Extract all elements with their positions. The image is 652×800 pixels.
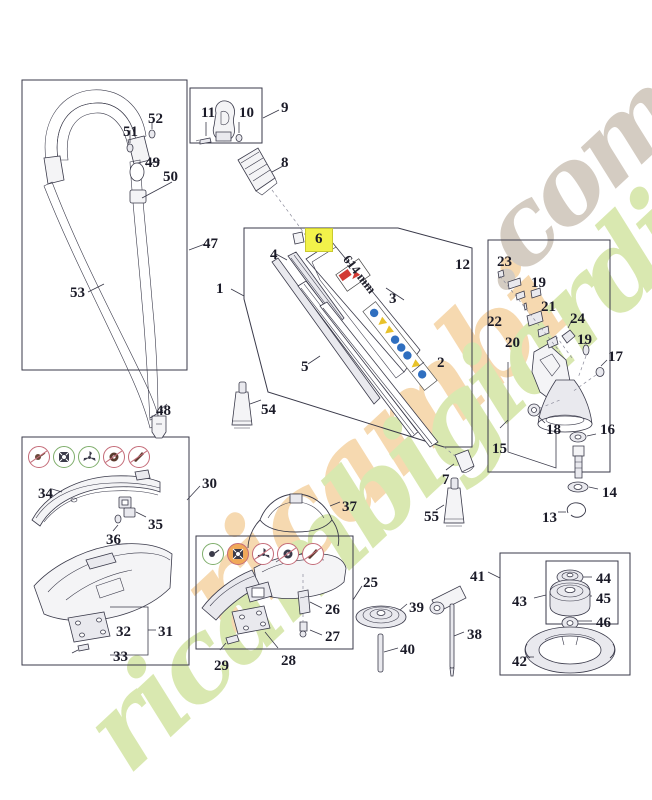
callout-number-45: 45 [596,591,611,607]
handle-group-frame [195,535,354,650]
callout-number-42: 42 [512,654,527,670]
callout-number-18: 18 [546,422,561,438]
callout-number-19: 19 [577,332,592,348]
knife-blade-icon [128,446,150,468]
callout-number-29: 29 [214,658,229,674]
callout-number-2: 2 [437,355,445,371]
callout-number-20: 20 [505,335,520,351]
callout-number-13: 13 [542,510,557,526]
callout-number-34: 34 [38,486,53,502]
callout-number-32: 32 [116,624,131,640]
callout-number-52: 52 [148,111,163,127]
trimmer-head-icon [277,543,299,565]
callout-number-16: 16 [600,422,615,438]
callout-number-37: 37 [342,499,357,515]
callout-number-21: 21 [541,299,556,315]
callout-number-31: 31 [158,624,173,640]
callout-number-14: 14 [602,485,617,501]
gearbox-assembly [497,269,608,518]
wrench-38 [429,585,467,677]
callout-number-54: 54 [261,402,276,418]
blade-disc-icon [28,446,50,468]
callout-number-17: 17 [608,349,623,365]
callout-number-1: 1 [216,281,224,297]
three-tooth-blade-icon [252,543,274,565]
gearbox-group-frame [487,239,611,473]
callout-number-47: 47 [203,236,218,252]
callout-number-40: 40 [400,642,415,658]
icon-row-handle [202,543,324,565]
callout-number-53: 53 [70,285,85,301]
callout-number-28: 28 [281,653,296,669]
trimmer-head-assembly [487,569,616,674]
callout-number-22: 22 [487,314,502,330]
shaft-group-outline [243,227,473,448]
callout-number-3: 3 [389,291,397,307]
callout-number-23: 23 [497,254,512,270]
grease-tube-54 [231,381,262,429]
shaft-assembly [230,231,439,448]
callout-number-5: 5 [301,359,309,375]
callout-number-11: 11 [201,105,216,121]
saw-blade-icon [227,543,249,565]
spool-subgroup-frame [545,560,619,625]
callout-number-6[interactable]: 6 [305,228,333,252]
three-tooth-blade-icon [78,446,100,468]
callout-number-39: 39 [409,600,424,616]
blade-disc-icon [202,543,224,565]
warning-decal [362,301,438,391]
callout-number-30: 30 [202,476,217,492]
callout-number-55: 55 [424,509,439,525]
callout-number-10: 10 [239,105,254,121]
harness-assembly [43,89,206,439]
saw-blade-icon [53,446,75,468]
callout-number-25: 25 [363,575,378,591]
handle-assembly [201,551,363,651]
goggles-37 [247,493,341,549]
trigger-group-frame [189,87,263,144]
guard-group-frame [21,436,190,666]
callout-number-35: 35 [148,517,163,533]
callout-number-51: 51 [123,124,138,140]
callout-number-24: 24 [570,311,585,327]
callout-number-27: 27 [325,629,340,645]
callout-number-12: 12 [455,257,470,273]
callout-number-38: 38 [467,627,482,643]
callout-number-36: 36 [106,532,121,548]
callout-number-8: 8 [281,155,289,171]
trigger-assembly [195,100,307,237]
grease-tube-55 [435,477,465,527]
callout-number-46: 46 [596,615,611,631]
callout-number-7: 7 [442,472,450,488]
icon-row-guard [28,446,150,468]
knife-blade-icon [302,543,324,565]
group-frames [21,79,631,676]
callout-number-43: 43 [512,594,527,610]
end-cap-7 [443,446,475,473]
blade-40-assembly [355,603,408,673]
callout-number-26: 26 [325,602,340,618]
guard-assembly [31,469,201,656]
callout-number-48: 48 [156,403,171,419]
callout-number-50: 50 [163,169,178,185]
callout-number-33: 33 [113,649,128,665]
callout-number-15: 15 [492,441,507,457]
shaft-decal [335,258,371,292]
callout-number-49: 49 [145,155,160,171]
callout-number-44: 44 [596,571,611,587]
trimmer-head-icon [103,446,125,468]
callout-number-41: 41 [470,569,485,585]
harness-group-frame [21,79,188,371]
callout-number-19: 19 [531,275,546,291]
callout-number-9: 9 [281,100,289,116]
head-group-frame [499,552,631,676]
callout-number-4: 4 [270,247,278,263]
